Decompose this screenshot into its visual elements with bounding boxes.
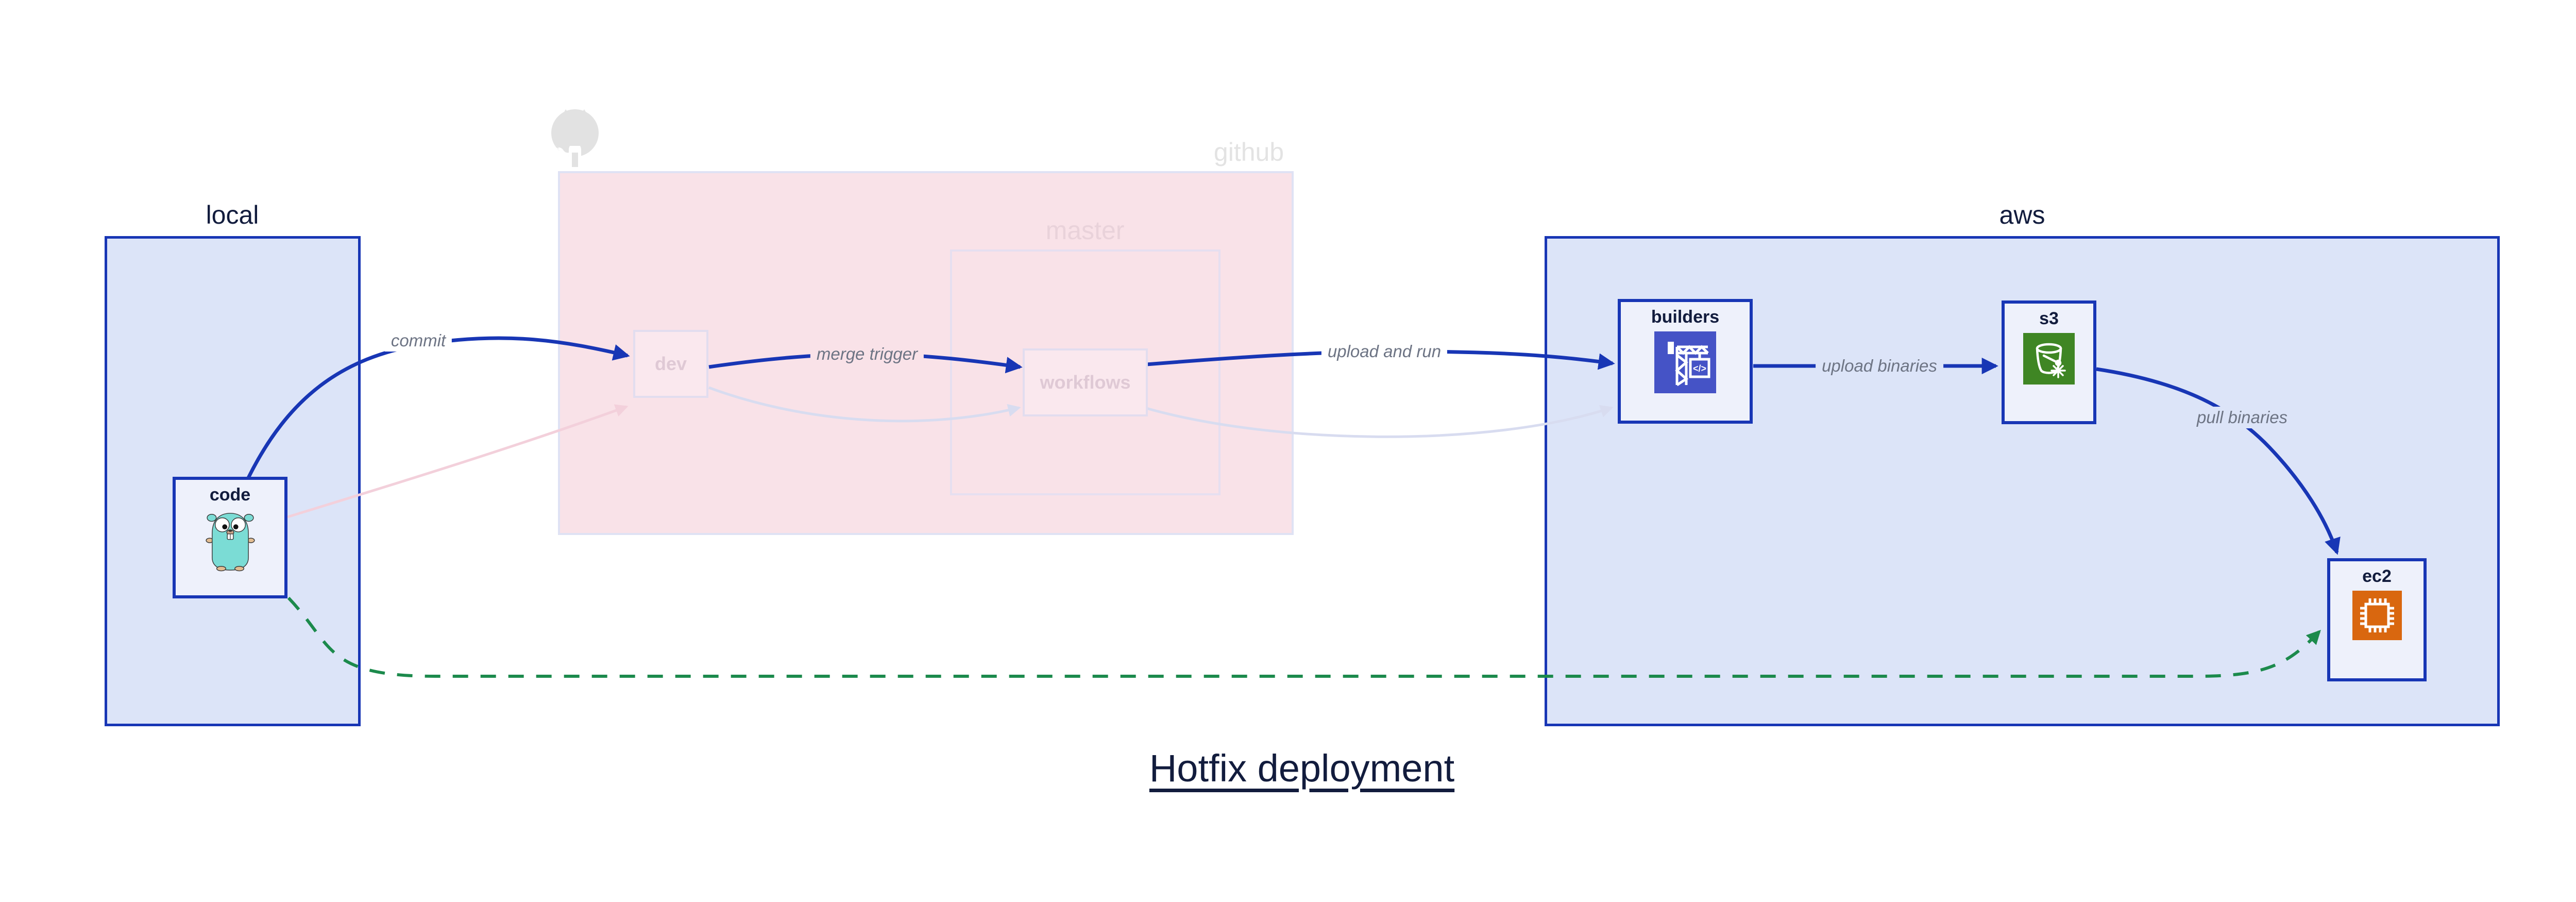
node-dev: dev (633, 330, 708, 398)
edge-commit (246, 336, 630, 479)
cluster-local-label: local (206, 201, 259, 229)
cluster-master-label: master (1045, 216, 1125, 245)
node-dev-label: dev (654, 353, 687, 374)
edge-label-upload-and-run: upload and run (1321, 341, 1448, 362)
node-s3-label: s3 (2039, 309, 2059, 328)
edge-label-commit: commit (384, 330, 452, 352)
edge-label-pull-binaries: pull binaries (2190, 407, 2294, 428)
edge-workflows-builders-faded (1146, 405, 1614, 438)
node-ec2: ec2 (2327, 558, 2427, 681)
cluster-aws-label: aws (1999, 201, 2045, 229)
edge-label-merge-trigger: merge trigger (810, 343, 924, 365)
cluster-master (950, 249, 1221, 495)
edge-label-upload-binaries: upload binaries (1816, 355, 1943, 377)
node-code: code (173, 477, 287, 598)
node-workflows-label: workflows (1040, 372, 1131, 393)
node-code-label: code (209, 485, 251, 505)
cluster-github-label: github (1213, 138, 1284, 166)
edge-dev-workflows-faded (708, 386, 1021, 423)
node-workflows: workflows (1023, 348, 1148, 416)
go-gopher-icon (205, 513, 255, 572)
edge-hotfix-dashed (287, 596, 2321, 678)
node-ec2-label: ec2 (2362, 566, 2392, 586)
diagram-title: Hotfix deployment (1149, 747, 1455, 790)
github-octocat-icon (551, 109, 599, 167)
edge-pull-binaries (2096, 367, 2341, 555)
aws-codebuild-crane-icon: </> (1654, 331, 1716, 393)
svg-text:</>: </> (1693, 363, 1706, 374)
node-builders-label: builders (1651, 307, 1720, 327)
node-builders: builders </> (1618, 299, 1753, 424)
aws-ec2-chip-icon (2352, 591, 2402, 640)
edge-code-dev-faded (287, 404, 629, 519)
aws-s3-bucket-icon (2023, 333, 2075, 385)
node-s3: s3 (2002, 300, 2096, 424)
